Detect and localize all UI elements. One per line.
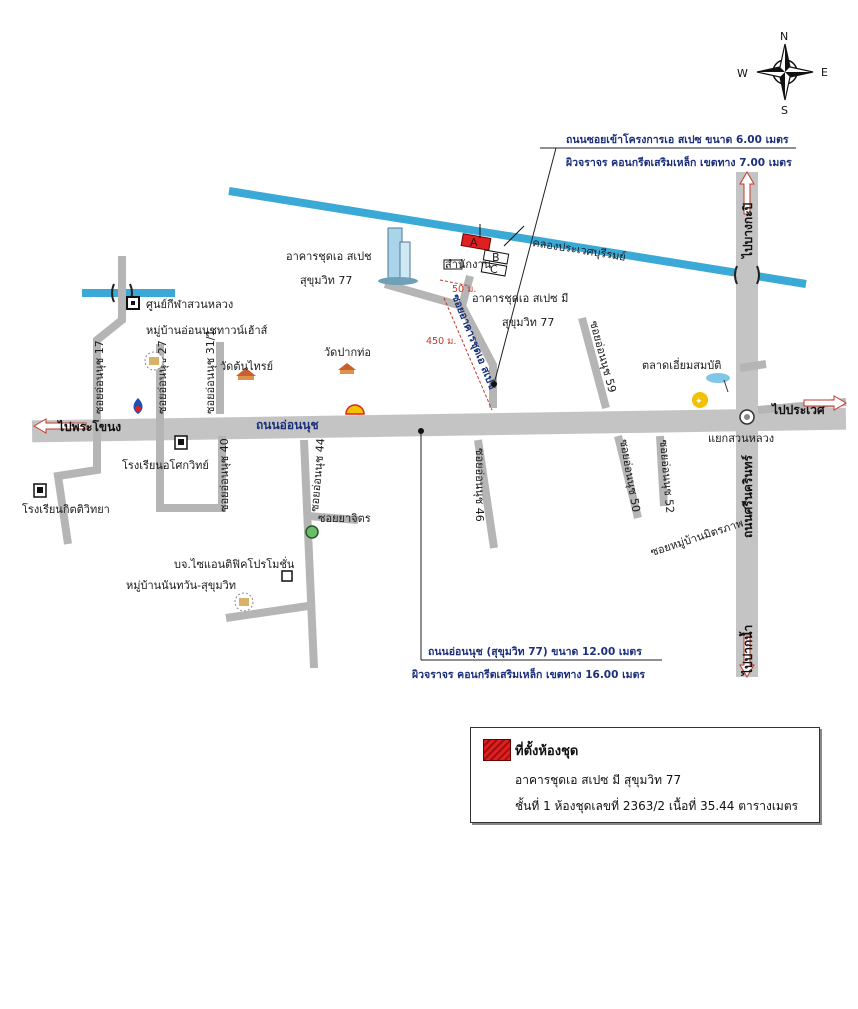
temple-icon-tonsai <box>236 368 256 380</box>
annotation-soi-2: ผิวจราจร คอนกรีตเสริมเหล็ก เขตทาง 7.00 เ… <box>565 155 792 169</box>
distance-line-450 <box>443 297 493 411</box>
annotation-main-1: ถนนอ่อนนุช (สุขุมวิท 77) ขนาด 12.00 เมตร <box>428 646 642 659</box>
road-soi-27 <box>156 344 222 512</box>
legend-line-1: อาคารชุดเอ สเปซ มี สุขุมวิท 77 <box>515 773 682 787</box>
arrow-south-icon <box>739 634 755 678</box>
label-soi-yaijit: ซอยยาจิตร <box>318 512 371 525</box>
arrow-west-icon <box>33 418 87 434</box>
svg-text:✦: ✦ <box>695 397 703 407</box>
label-soi-31: ซอยอ่อนนุช 31/1 <box>204 330 217 414</box>
road-market <box>739 360 767 372</box>
shell-station-icon <box>345 404 365 415</box>
building-b <box>482 249 510 265</box>
label-to-phrakhanong: ไปพระโขนง <box>56 419 121 434</box>
sales-office <box>443 259 463 270</box>
road-soi-yaijit <box>307 512 359 524</box>
market-umbrella-icon <box>706 373 730 393</box>
compass-n: N <box>780 30 788 43</box>
school-icon-kittiwittaya <box>33 483 47 498</box>
arrow-east-icon <box>803 395 847 411</box>
label-aspace-1: อาคารชุดเอ สเปช <box>286 250 372 263</box>
label-soi-52: ซอยอ่อนนุช 52 <box>657 439 676 514</box>
company-icon <box>281 570 293 582</box>
label-village-nantawan: หมู่บ้านนันทวัน-สุขุมวิท <box>126 579 236 592</box>
green-marker-icon <box>305 525 319 539</box>
legend-box: ที่ตั้งห้องชุด อาคารชุดเอ สเปซ มี สุขุมว… <box>470 727 820 823</box>
label-soi-44: ซอยอ่อนนุช 44 <box>308 438 327 513</box>
label-junction: แยกสวนหลวง <box>708 432 774 445</box>
callout-line-soi <box>493 147 557 385</box>
label-aspace-2: สุขุมวิท 77 <box>300 274 352 287</box>
label-market: ตลาดเอี่ยมสมบัติ <box>642 357 721 372</box>
compass-e: E <box>821 66 828 79</box>
label-wat-tonsai: วัดต้นไทรย์ <box>220 360 273 373</box>
label-school-otsotwit: โรงเรียนอโศกวิทย์ <box>122 458 209 472</box>
compass-s: S <box>781 104 788 117</box>
pointer-arrow-2 <box>503 225 525 247</box>
village-icon-1 <box>144 351 164 371</box>
label-aspace-me-2: สุขุมวิท 77 <box>502 316 554 329</box>
label-village-nutchatown: หมู่บ้านอ่อนนุชทาวน์เฮ้าส์ <box>146 324 268 337</box>
bridge-icon-right <box>734 265 760 285</box>
label-distance-50: 50 ม. <box>452 284 476 295</box>
road-soi-52 <box>656 435 668 507</box>
label-company: บจ.ไซแอนติฟิคโปรโมชั่น <box>174 556 295 571</box>
ptt-station-icon <box>133 398 143 414</box>
bank-icon: ✦ <box>692 392 708 408</box>
label-soi-27: ซอยอ่อนนุช 27 <box>156 340 169 414</box>
legend-line-2: ชั้นที่ 1 ห้องชุดเลขที่ 2363/2 เนื้อที่ … <box>515 799 799 813</box>
road-on-nut <box>31 407 847 443</box>
label-road-on-nut: ถนนอ่อนนุช <box>256 418 319 433</box>
building-c-label: C <box>490 263 498 276</box>
building-b-label: B <box>492 251 500 264</box>
canal-label: คลองประเวศบุรีรมย์ <box>532 236 627 264</box>
road-soi-46 <box>474 439 498 549</box>
label-wat-paktho: วัดปากท่อ <box>324 346 371 359</box>
temple-icon-paktho <box>338 363 356 374</box>
label-to-paknam: ไปปากน้ำ <box>738 625 755 677</box>
annotation-main-2: ผิวจราจร คอนกรีตเสริมเหล็ก เขตทาง 16.00 … <box>411 667 645 681</box>
label-soi-46: ซอยอ่อนนุช 46 <box>473 448 486 522</box>
compass-w: W <box>737 67 748 80</box>
label-to-bangkapi: ไปบางกะปิ <box>740 202 755 260</box>
school-icon-otsotwit <box>174 435 188 450</box>
callout-dot-soi <box>491 381 497 387</box>
distance-line-50 <box>439 279 471 287</box>
building-plan: A B C สำนักงาน <box>443 233 510 277</box>
legend-title: ที่ตั้งห้องชุด <box>515 744 579 759</box>
village-icon-2 <box>234 592 254 612</box>
road-soi-aspace-top <box>458 274 474 308</box>
road-soi-17 <box>53 256 126 545</box>
legend-swatch <box>483 739 511 761</box>
arrow-north-icon <box>739 171 755 215</box>
tower-icon <box>378 227 418 285</box>
label-soi-50: ซอยอ่อนนุช 50 <box>617 438 643 513</box>
label-soi-17: ซอยอ่อนนุช 17 <box>93 340 106 414</box>
annotation-soi-1: ถนนซอยเข้าโครงการเอ สเปซ ขนาด 6.00 เมตร <box>566 133 789 146</box>
road-soi-44-branch <box>225 602 309 622</box>
label-aspace-me-1: อาคารชุดเอ สเปซ มี <box>472 292 568 305</box>
building-a <box>460 233 492 251</box>
sales-office-label: สำนักงาน <box>445 258 492 271</box>
building-a-label: A <box>470 236 478 249</box>
canal-prawet <box>228 187 807 288</box>
label-to-prawet: ไปประเวศ <box>770 402 825 417</box>
junction-icon <box>739 409 755 425</box>
label-soi-mitraphap: ซอยหมู่บ้านมิตรภาพ <box>649 517 745 559</box>
label-school-kittiwittaya: โรงเรียนกิตติวิทยา <box>22 502 110 516</box>
label-road-srinakarin: ถนนศรีนครินทร์ <box>741 454 755 538</box>
building-c <box>480 261 508 277</box>
label-sport-center: ศูนย์กีฬาสวนหลวง <box>146 298 233 311</box>
sport-center-icon <box>126 296 140 310</box>
label-distance-450: 450 ม. <box>426 336 456 347</box>
compass-icon <box>756 43 814 101</box>
road-soi-50 <box>614 435 642 519</box>
label-soi-40: ซอยอ่อนนุช 40 <box>218 438 231 512</box>
callout-dot-main <box>418 428 424 434</box>
road-soi-59 <box>578 316 610 410</box>
road-soi-44 <box>300 439 318 669</box>
